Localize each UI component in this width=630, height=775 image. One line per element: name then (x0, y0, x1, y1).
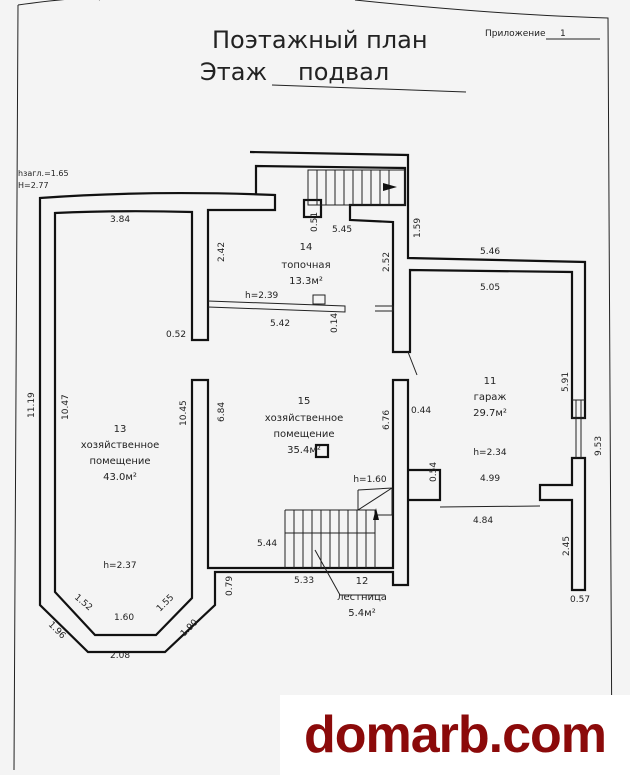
floor-value: подвал (298, 58, 389, 86)
dim: 5.33 (294, 576, 314, 586)
floor-underline (271, 84, 467, 93)
stair-top (307, 169, 406, 206)
room-14-height: h=2.39 (245, 291, 279, 301)
door-swing (407, 351, 418, 376)
room-13-area: 43.0м² (103, 472, 137, 483)
dim: 0.44 (411, 406, 431, 416)
floor-label: Этаж (200, 58, 267, 86)
room-13-name-2: помещение (89, 456, 150, 467)
room-15-name-2: помещение (273, 429, 334, 440)
dim: 1.60 (114, 613, 134, 623)
dim: 5.44 (257, 539, 277, 549)
room-13-name-1: хозяйственное (81, 440, 160, 451)
dim: 2.52 (382, 252, 392, 272)
room-14-area: 13.3м² (289, 276, 323, 287)
chimney (302, 198, 323, 219)
total-height-note: H=2.77 (18, 181, 49, 190)
dim: 5.05 (480, 283, 500, 293)
dim: 0.79 (225, 576, 235, 596)
dim: 11.19 (27, 392, 37, 418)
watermark-text: domarb.com (303, 706, 607, 764)
dim: 2.08 (110, 651, 130, 661)
dim: 4.99 (480, 474, 500, 484)
dim: 6.76 (382, 410, 392, 430)
dim: 5.42 (270, 319, 290, 329)
room-12-number: 12 (356, 576, 369, 587)
walls (38, 150, 587, 654)
dim: 5.45 (332, 225, 352, 235)
dim: 10.47 (61, 394, 71, 420)
dim: 6.84 (217, 402, 227, 422)
room-12-area: 5.4м² (348, 608, 375, 619)
dim: 0.54 (429, 462, 439, 482)
room-11-name: гараж (474, 392, 507, 403)
sheet-frame (13, 0, 613, 771)
dim: 2.42 (217, 242, 227, 262)
plan-title: Поэтажный план (212, 26, 428, 54)
room-11-height: h=2.34 (473, 448, 507, 458)
dim: 5.91 (561, 372, 571, 392)
appendix-value: 1 (560, 29, 566, 39)
dim: 5.46 (480, 247, 500, 257)
dim: 0.52 (166, 330, 186, 340)
room-15-name-1: хозяйственное (265, 413, 344, 424)
dim: 0.57 (570, 595, 590, 605)
dim: 1.59 (413, 218, 423, 238)
room-13-height: h=2.37 (103, 561, 136, 571)
dim: 0.14 (330, 313, 340, 333)
dim: 1.55 (155, 593, 176, 614)
room-15-area: 35.4м² (287, 445, 321, 456)
watermark: domarb.com (280, 695, 630, 775)
room-11-area: 29.7м² (473, 408, 507, 419)
dim: 1.52 (72, 593, 94, 614)
dim: 2.45 (562, 536, 572, 556)
room-14-name: топочная (281, 260, 330, 271)
dim: 9.53 (594, 436, 604, 456)
ground-height-note: hзагл.=1.65 (18, 169, 69, 178)
room-15-number: 15 (298, 396, 311, 407)
stair-bottom (284, 487, 393, 596)
room-12-height: h=1.60 (353, 475, 387, 485)
column (314, 443, 330, 459)
dim: 3.84 (110, 215, 130, 225)
appendix-label: Приложение (485, 29, 546, 39)
room-11-number: 11 (484, 376, 497, 387)
dim: 4.84 (473, 516, 493, 526)
room-14-number: 14 (300, 242, 313, 253)
dim: 0.51 (310, 212, 320, 232)
room-12-name: лестница (337, 592, 387, 603)
room-13-number: 13 (114, 424, 127, 435)
dim: 10.45 (179, 400, 189, 426)
dim: 1.96 (46, 620, 67, 641)
